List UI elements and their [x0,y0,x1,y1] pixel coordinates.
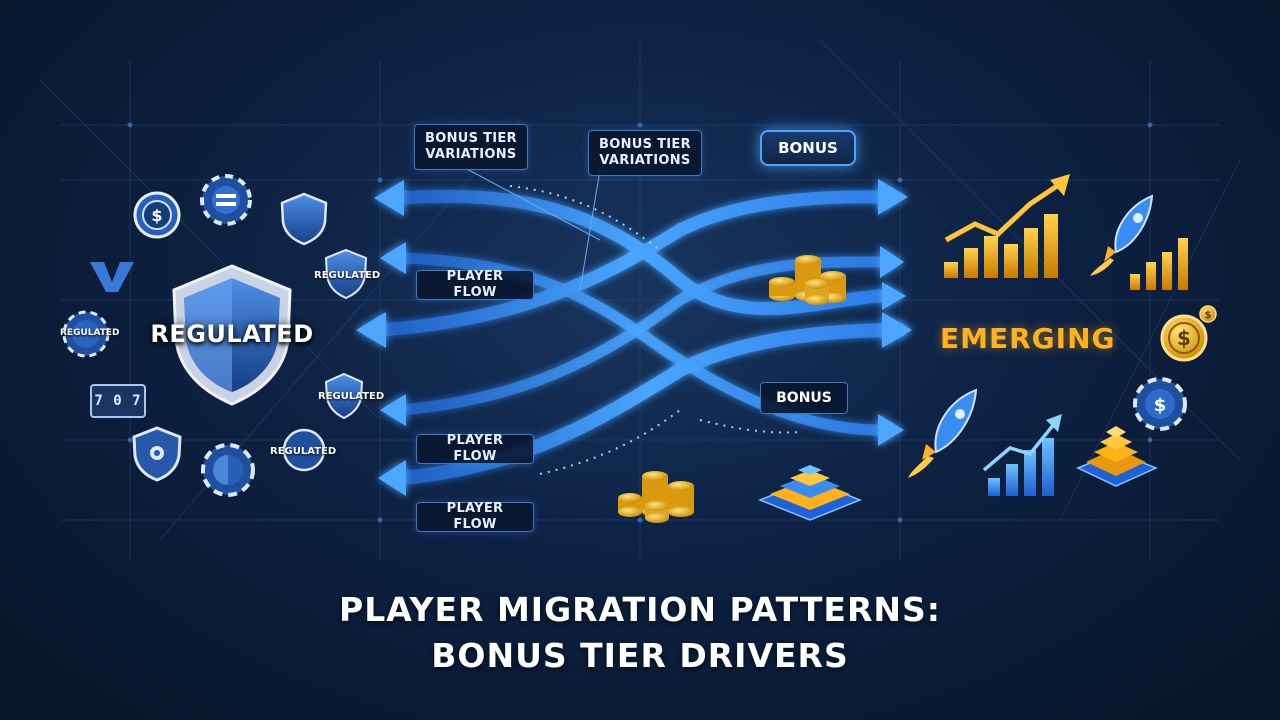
bonus-tier-label-1: BONUS TIER VARIATIONS [414,124,528,170]
bonus-badge-top: BONUS [760,130,856,166]
arrowhead-right-2 [880,246,904,278]
casino-chip-icon-bottom [201,443,255,497]
regulated-badge-text-2: REGULATED [60,328,120,338]
arrow-heads [356,179,912,496]
arrowhead-left-1 [374,180,404,216]
player-flow-label-1: PLAYER FLOW [416,269,534,300]
regulated-badge-icon-2 [324,372,364,420]
arrowhead-left-3 [356,312,386,348]
coin-stack-icon-top [769,255,846,305]
svg-text:$: $ [1177,326,1191,350]
dollar-coin-icon: $ $ [1160,305,1217,362]
regulated-badge-text-1: REGULATED [314,270,381,281]
gold-growth-chart-icon [944,174,1070,278]
svg-text:$: $ [1205,310,1212,321]
regulated-badge-icon-1 [324,248,368,300]
arrowhead-left-5 [378,460,406,496]
player-flow-label-2: PLAYER FLOW [416,433,534,464]
rocket-icon-bottom [908,388,978,478]
gear-shield-icon [132,426,182,482]
page-title-line-1: PLAYER MIGRATION PATTERNS: [339,590,941,629]
dollar-chip-icon-right: $ [1133,377,1187,431]
regulated-shield-icon [172,264,292,406]
bonus-tier-label-2: BONUS TIER VARIATIONS [588,130,702,176]
coin-stack-icon-bottom [618,471,694,523]
page-title-line-2: BONUS TIER DRIVERS [431,636,849,675]
flow-arrow-left-2 [394,252,886,436]
arrowhead-right-3 [882,312,912,348]
regulated-badge-icon-3 [282,428,326,472]
svg-text:$: $ [1154,395,1167,416]
blue-growth-chart-icon [982,414,1062,496]
player-flow-label-3: PLAYER FLOW [416,501,534,532]
regulated-hub-label: REGULATED [150,320,314,348]
casino-chip-icon [200,174,252,226]
dotted-trails [509,185,801,475]
arrowhead-left-2 [380,242,406,274]
flow-arrow-left-1 [393,189,887,316]
bonus-badge-mid: BONUS [760,382,848,414]
shield-icon-top [280,192,328,246]
dollar-chip-icon: $ [133,191,181,239]
regulated-badge-text-3: REGULATED [318,391,385,402]
flow-arrow-left-3 [373,190,887,337]
regulated-badge-text-4: REGULATED [270,446,337,457]
svg-text:$: $ [151,206,162,225]
pyramid-tier-icon [757,465,863,521]
callout-lines [464,167,601,291]
arrowhead-right-1 [878,179,908,215]
v-logo-icon [90,262,134,292]
arrowhead-left-4 [380,394,406,426]
emerging-hub-label: EMERGING [940,322,1116,355]
gold-pyramid-icon [1076,426,1158,487]
regulated-chip-icon [62,310,110,358]
slot-machine-icon: 7 0 7 [90,384,146,418]
arrowhead-right-4 [878,414,904,446]
gold-bar-chart-icon [1130,238,1188,290]
network-nodes [127,122,1153,523]
rocket-icon-top [1090,194,1154,276]
arrowhead-right-5 [882,282,906,310]
